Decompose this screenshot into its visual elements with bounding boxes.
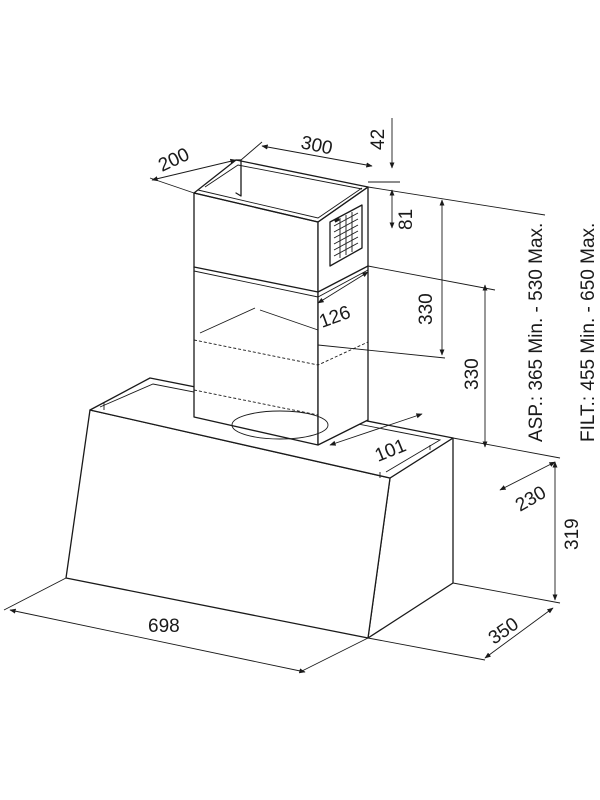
asp-note: ASP.: 365 Min. - 530 Max. xyxy=(526,223,547,442)
dim-81: 81 xyxy=(389,189,417,230)
svg-text:42: 42 xyxy=(368,129,389,150)
svg-text:81: 81 xyxy=(396,209,417,230)
dim-42: 42 xyxy=(368,118,400,183)
dim-300: 300 xyxy=(240,132,373,168)
dim-330-upper: 330 xyxy=(367,186,546,356)
svg-text:230: 230 xyxy=(512,482,550,516)
svg-text:698: 698 xyxy=(148,616,180,637)
svg-text:350: 350 xyxy=(485,614,523,649)
dim-330-lower: 330 xyxy=(317,284,488,448)
dim-698: 698 xyxy=(3,577,369,674)
dim-200: 200 xyxy=(149,144,237,194)
svg-text:330: 330 xyxy=(462,358,483,390)
svg-text:330: 330 xyxy=(416,293,437,325)
filt-note: FILT.: 455 Min. - 650 Max. xyxy=(578,223,599,442)
dim-230: 230 xyxy=(452,437,561,516)
chimney xyxy=(193,159,369,446)
vent-grille xyxy=(329,204,363,267)
svg-text:300: 300 xyxy=(299,132,334,159)
chimney-front-face xyxy=(193,192,319,446)
svg-text:319: 319 xyxy=(562,518,583,550)
dim-319: 319 xyxy=(452,461,583,604)
